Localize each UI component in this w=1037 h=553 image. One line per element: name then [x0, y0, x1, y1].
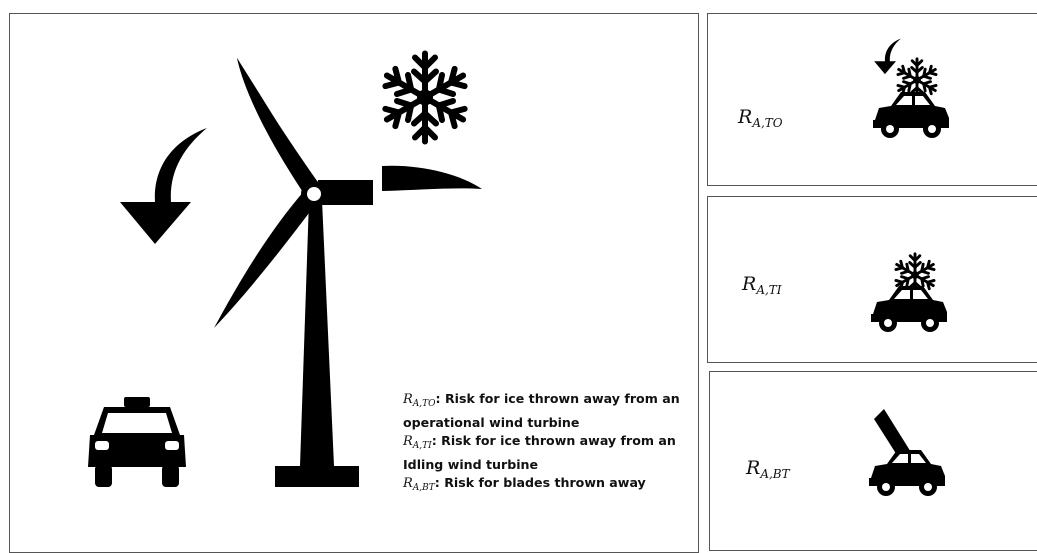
- curved-arrow-icon: [870, 36, 906, 76]
- risk-subscript: A,TI: [756, 283, 781, 297]
- legend-text: Risk for blades thrown away: [440, 475, 646, 490]
- taxi-icon: [82, 395, 192, 490]
- panel-label-risk-ati: RA,TI: [742, 273, 782, 297]
- panel-label-risk-ato: RA,TO: [738, 106, 783, 130]
- legend: RA,TO: Risk for ice thrown away from an …: [403, 390, 698, 498]
- curved-arrow-icon: [115, 120, 215, 250]
- detached-blade-icon: [380, 160, 490, 200]
- legend-item-ati: RA,TI: Risk for ice thrown away from an …: [403, 432, 698, 474]
- legend-symbol: RA,TI: [403, 434, 432, 449]
- legend-text: Risk for ice thrown away from an operati…: [403, 391, 680, 430]
- legend-symbol: RA,BT: [403, 476, 435, 491]
- legend-symbol: RA,TO: [403, 392, 436, 407]
- risk-symbol: R: [738, 106, 752, 128]
- risk-symbol: R: [742, 273, 756, 295]
- car-icon: [871, 90, 951, 138]
- legend-item-abt: RA,BT: Risk for blades thrown away: [403, 474, 698, 498]
- car-icon: [867, 448, 947, 496]
- legend-item-ato: RA,TO: Risk for ice thrown away from an …: [403, 390, 698, 432]
- risk-symbol: R: [746, 457, 760, 479]
- panel-label-risk-abt: RA,BT: [746, 457, 790, 481]
- risk-subscript: A,TO: [752, 116, 782, 130]
- legend-text: Risk for ice thrown away from an Idling …: [403, 433, 676, 472]
- risk-subscript: A,BT: [760, 467, 789, 481]
- snowflake-icon: [375, 45, 475, 150]
- car-icon: [869, 284, 949, 332]
